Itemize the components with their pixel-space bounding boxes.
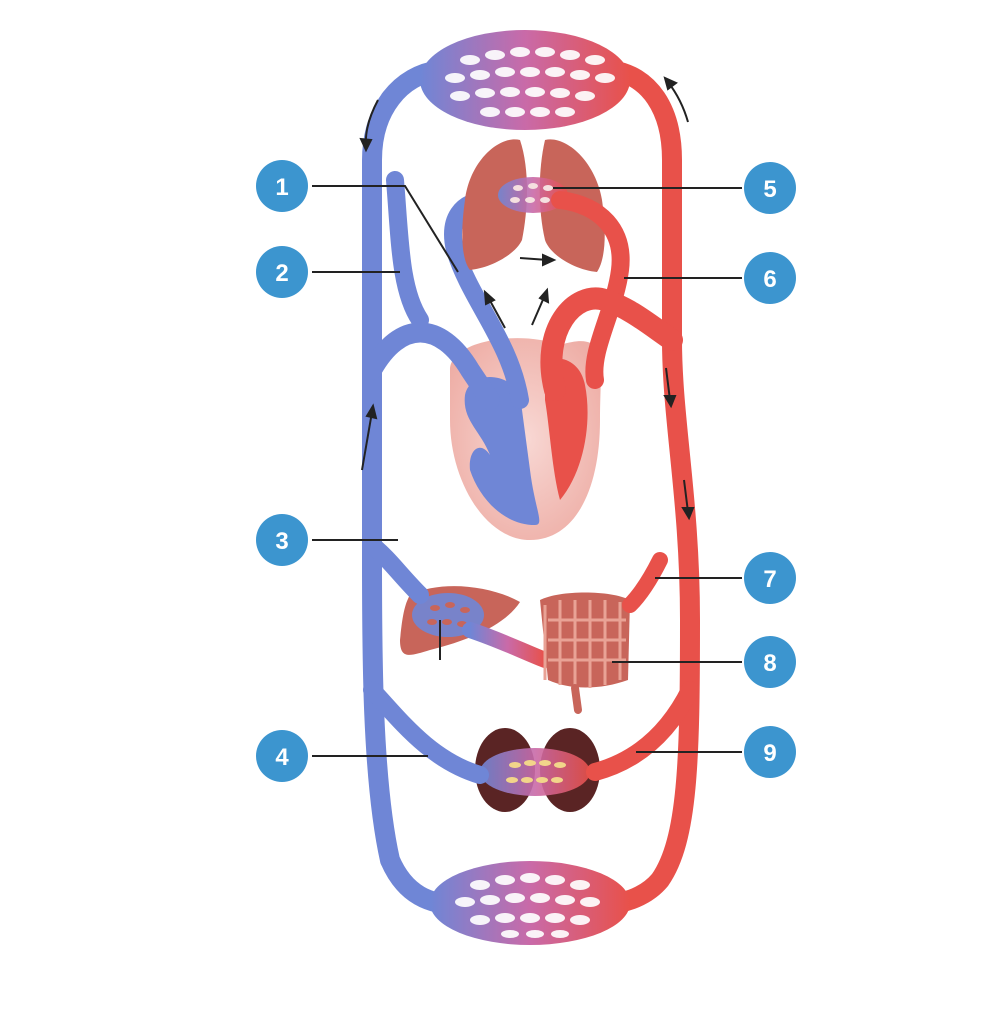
callout-badges: 1 2 3 4 5 6 7 8: [256, 160, 796, 782]
systemic-artery-outer: [590, 60, 701, 915]
flow-arrows: [359, 76, 695, 521]
callout-2: 2: [256, 246, 308, 298]
callout-9: 9: [744, 726, 796, 778]
arrow-up-left-vein-head: [359, 137, 373, 153]
pulmonary-capillary-bed: [498, 177, 568, 213]
callout-7: 7: [744, 552, 796, 604]
lower-body-capillary-bed: [430, 861, 630, 945]
callout-2-label: 2: [275, 260, 288, 287]
callout-4: 4: [256, 730, 308, 782]
arrow-down-right-artery-head: [663, 395, 677, 409]
callout-8-label: 8: [763, 650, 776, 677]
right-heart-chambers: [464, 376, 540, 525]
pulmonary-vein: [551, 191, 630, 389]
renal-vein: [363, 681, 489, 784]
leader-line-1: [312, 185, 459, 273]
callout-5: 5: [744, 162, 796, 214]
callout-5-label: 5: [763, 176, 776, 203]
hepatic-portal-vein: [462, 622, 553, 668]
mesenteric-artery: [622, 552, 668, 613]
upper-body-capillary-bed: [420, 30, 630, 130]
vena-cava: [362, 322, 500, 410]
callout-8: 8: [744, 636, 796, 688]
callout-6: 6: [744, 252, 796, 304]
callout-7-label: 7: [763, 566, 776, 593]
arrow-lung-to-heart-head: [542, 253, 557, 267]
renal-artery: [586, 681, 699, 781]
arrow-down-right-artery-2-head: [681, 507, 695, 521]
callout-6-label: 6: [763, 266, 776, 293]
leader-lines: [312, 185, 742, 757]
arrow-up-left-vein-2-head: [365, 403, 378, 420]
liver: [400, 586, 520, 660]
arrow-down-right-artery-2: [683, 479, 689, 513]
hepatic-vein: [363, 536, 429, 604]
systemic-vein-outer: [362, 60, 470, 915]
arrow-down-right-artery: [665, 367, 671, 401]
callout-4-label: 4: [275, 744, 289, 771]
intestines: [540, 592, 630, 714]
left-lung: [462, 139, 527, 270]
callout-3: 3: [256, 514, 308, 566]
arrow-heart-to-lung-2-head: [538, 287, 550, 304]
kidneys: [475, 728, 600, 812]
callout-3-label: 3: [275, 528, 288, 555]
callout-1-label: 1: [275, 174, 288, 201]
aorta: [540, 287, 683, 401]
arrow-heart-to-lung-1-head: [483, 289, 496, 306]
callout-1: 1: [256, 160, 308, 212]
callout-9-label: 9: [763, 740, 776, 767]
arrow-up-left-vein-2: [361, 411, 373, 471]
arrow-up-right-artery-head: [663, 76, 678, 91]
upper-vein-branch: [386, 171, 429, 329]
